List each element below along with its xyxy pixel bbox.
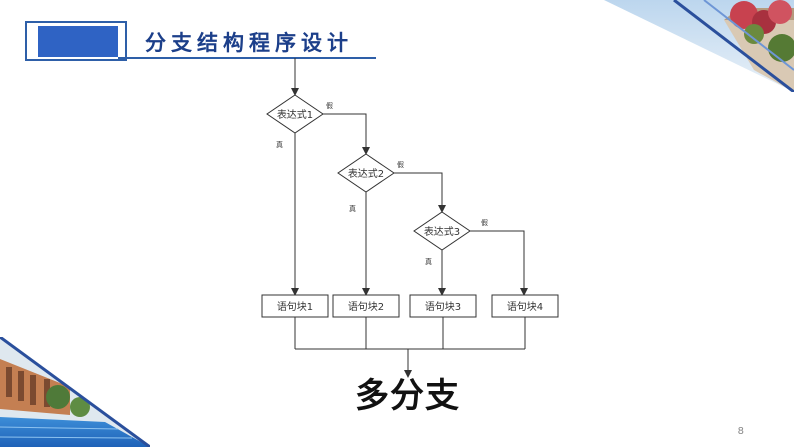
false-arrow-2 (394, 173, 442, 212)
false-label-1: 假 (326, 101, 333, 110)
false-label-3: 假 (481, 218, 488, 227)
true-label-2: 真 (349, 204, 356, 213)
statement-label-2: 语句块2 (348, 300, 384, 313)
condition-label-2: 表达式2 (348, 167, 384, 180)
statement-label-3: 语句块3 (425, 300, 461, 313)
condition-label-3: 表达式3 (424, 225, 460, 238)
false-arrow-1 (323, 114, 366, 154)
diagram-caption: 多分支 (355, 374, 460, 418)
statement-label-4: 语句块4 (507, 300, 543, 313)
statement-label-1: 语句块1 (277, 300, 313, 313)
condition-label-1: 表达式1 (277, 108, 313, 121)
true-label-1: 真 (276, 140, 283, 149)
false-label-2: 假 (397, 160, 404, 169)
false-arrow-3 (470, 231, 524, 295)
page-number: 8 (738, 426, 744, 437)
true-label-3: 真 (425, 257, 432, 266)
